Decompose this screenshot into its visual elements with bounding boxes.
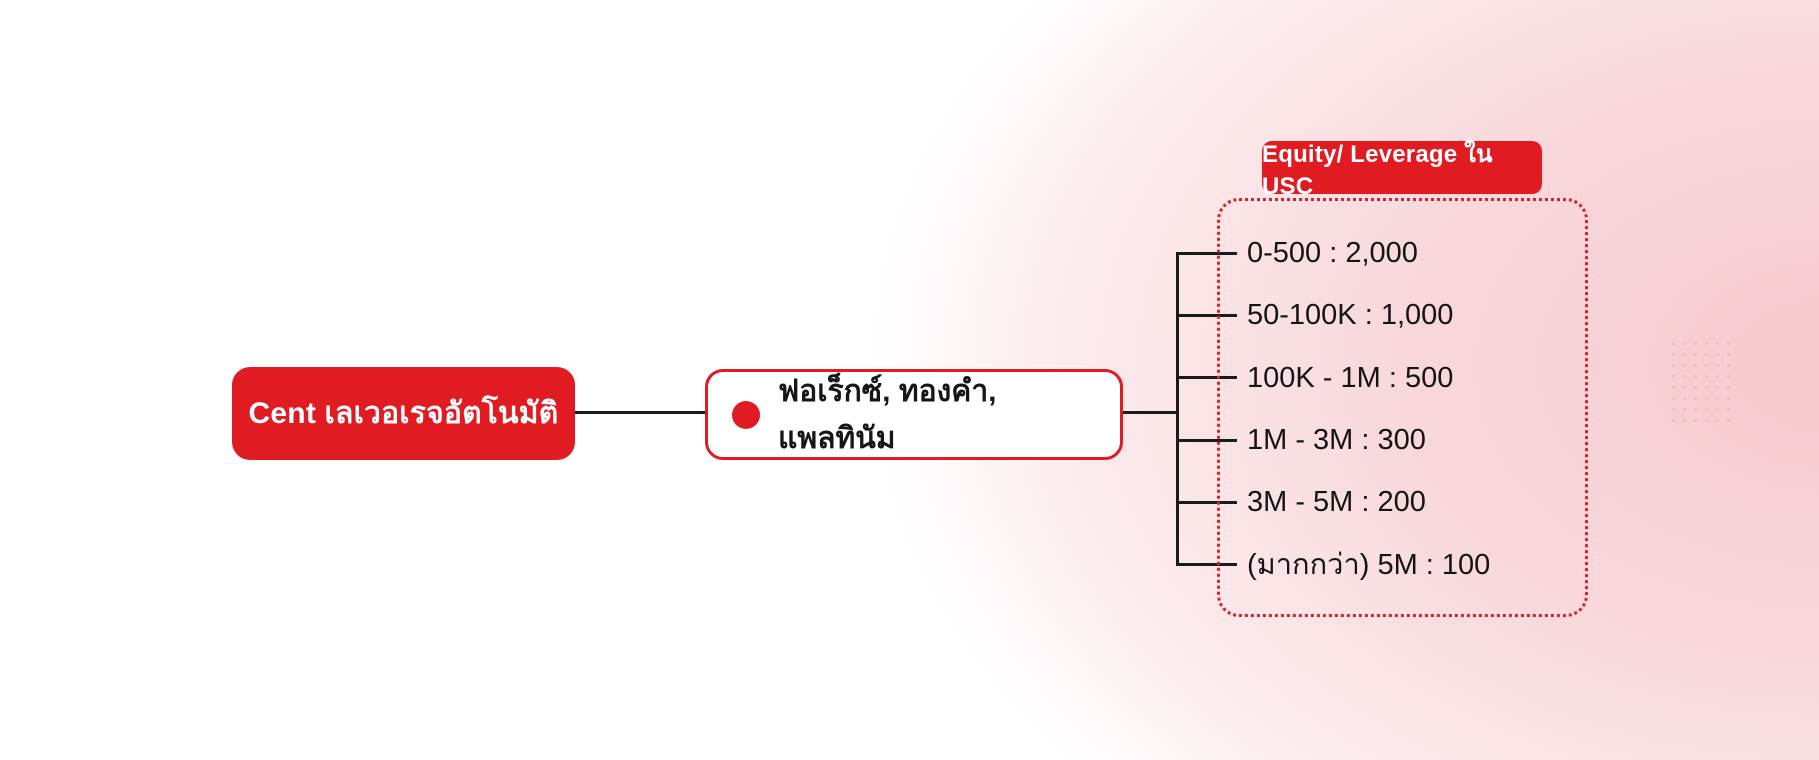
root-node: Cent เลเวอเรจอัตโนมัติ [232, 367, 575, 460]
branch-line-6 [1176, 563, 1237, 566]
leverage-tier-5: 3M - 5M : 200 [1247, 486, 1426, 518]
tree-trunk-line [1176, 252, 1179, 566]
leverage-tier-2: 50-100K : 1,000 [1247, 299, 1454, 331]
branch-line-4 [1176, 439, 1237, 442]
leverage-tier-6: (มากกว่า) 5M : 100 [1247, 549, 1491, 581]
asset-node: ฟอเร็กซ์, ทองคำ, แพลทินัม [705, 369, 1123, 460]
branch-line-1 [1176, 252, 1237, 255]
dots-texture-decoration [1668, 338, 1732, 422]
leverage-tier-3: 100K - 1M : 500 [1247, 362, 1454, 394]
leverage-panel [1217, 198, 1588, 617]
asset-node-label: ฟอเร็กซ์, ทองคำ, แพลทินัม [778, 374, 997, 455]
leverage-panel-badge: Equity/ Leverage ใน USC [1262, 141, 1542, 200]
branch-line-2 [1176, 314, 1237, 317]
leverage-tier-1: 0-500 : 2,000 [1247, 237, 1418, 269]
leverage-panel-badge-label: Equity/ Leverage ใน USC [1262, 141, 1493, 200]
branch-line-5 [1176, 501, 1237, 504]
branch-line-3 [1176, 376, 1237, 379]
connector-asset-to-trunk [1123, 411, 1177, 414]
root-node-label: Cent เลเวอเรจอัตโนมัติ [248, 397, 559, 430]
leverage-tier-4: 1M - 3M : 300 [1247, 424, 1426, 456]
red-dot-icon [732, 400, 760, 429]
connector-root-to-asset [575, 411, 705, 414]
